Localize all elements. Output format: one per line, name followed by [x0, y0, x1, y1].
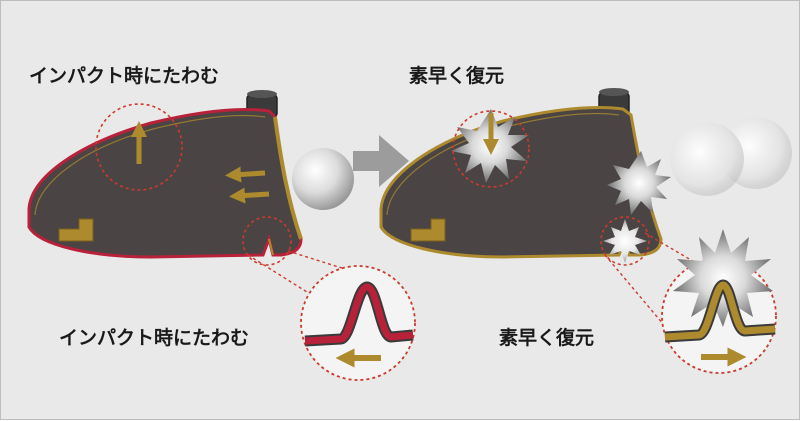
- ghost-ball-near: [670, 122, 744, 196]
- left-club-head: [27, 90, 387, 293]
- right-zoom-callout: [661, 229, 777, 374]
- left-crown-callout: [95, 103, 183, 191]
- golf-ball-icon: [292, 148, 354, 210]
- right-arrow-icon: [353, 135, 409, 187]
- left-slot: [268, 238, 274, 256]
- label-restore-top: 素早く復元: [409, 65, 505, 87]
- right-hosel-top: [599, 88, 629, 96]
- right-slot-callout: [600, 216, 650, 266]
- right-zoom-starburst: [673, 229, 773, 327]
- right-weight: [410, 218, 446, 242]
- label-flex-bottom: インパクト時にたわむ: [59, 327, 250, 349]
- left-zoom-profile: [304, 283, 414, 345]
- left-slot-callout: [242, 216, 292, 266]
- departing-balls: [670, 117, 792, 196]
- left-face-arrow-1: [225, 166, 266, 183]
- right-zoom-profile: [664, 281, 776, 341]
- right-leader-a: [604, 254, 670, 332]
- face-starburst: [607, 151, 671, 215]
- left-face-gold: [273, 116, 303, 240]
- left-weight: [58, 218, 94, 242]
- left-face-arrow-2: [229, 187, 270, 204]
- right-club-head: [379, 88, 738, 332]
- left-zoom-callout: [300, 265, 416, 381]
- left-hosel-top: [247, 90, 277, 98]
- label-restore-bottom: 素早く復元: [499, 327, 595, 349]
- label-flex-top: インパクト時にたわむ: [29, 65, 220, 87]
- slot-starburst: [603, 219, 647, 263]
- left-leader-a: [247, 254, 308, 293]
- left-zoom-circle: [300, 265, 416, 381]
- right-crown-callout: [452, 110, 530, 188]
- left-crown-line: [34, 114, 266, 216]
